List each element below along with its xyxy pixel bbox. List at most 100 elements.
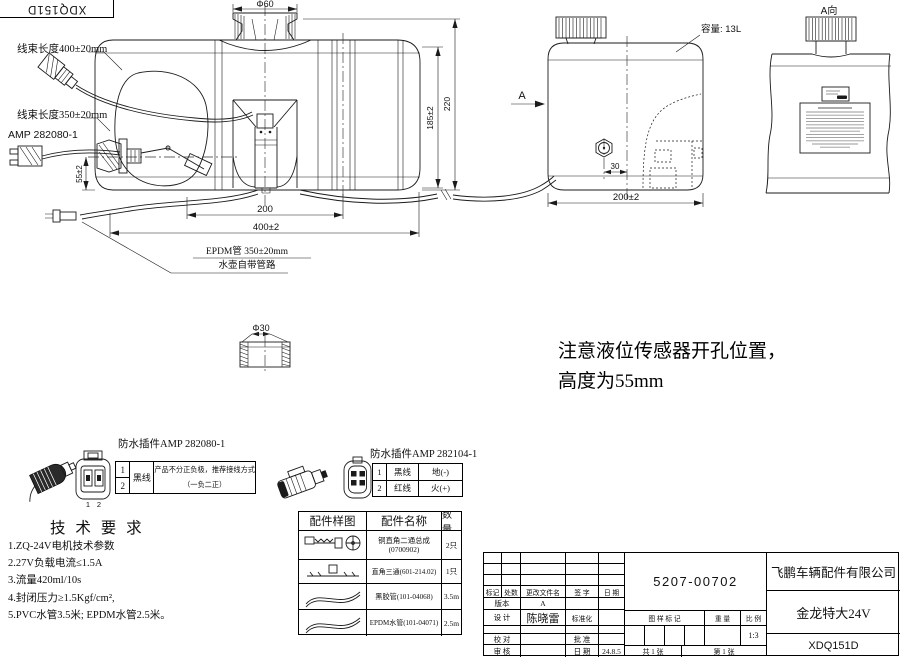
pump-harness-wire xyxy=(75,84,254,123)
level-sensor xyxy=(96,70,213,187)
wire1-length-label: 线束长度400±20mm xyxy=(17,44,108,55)
parts-r2-name: 直角三通(601-214.02) xyxy=(367,560,442,583)
dim-text-sensor-height: 55±2 xyxy=(75,165,84,183)
connector1-wire-color: 黑线 xyxy=(132,473,151,483)
parts-row-tee: 直角三通(601-214.02) 1只 xyxy=(299,560,461,584)
connector2-drawing xyxy=(277,456,372,499)
side-hex-sensor xyxy=(595,138,613,179)
leader-hose-note xyxy=(81,221,311,274)
col-mark: 标记 xyxy=(484,586,502,597)
parts-row-elbow: 铜直角二通总成 (0700902) 2只 xyxy=(299,531,461,560)
tech-item-1: 1.ZQ-24V电机技术参数 xyxy=(8,541,115,552)
connector1-desc1: 产品不分正负极，推荐接线方式 xyxy=(154,465,255,474)
hose-note-line2: 水壶自带管路 xyxy=(218,261,276,271)
connector1-title: 防水插件AMP 282080-1 xyxy=(118,439,226,450)
parts-header-row: 配件样图 配件名称 数量 xyxy=(299,512,461,531)
col-sign: 签 字 xyxy=(566,586,599,597)
connector2-r1-polarity: 地(-) xyxy=(419,464,462,481)
connector1-row2-no: 2 xyxy=(120,480,125,491)
parts-r3-name: 黑胶管(101-04068) xyxy=(367,584,442,609)
connector2-r1-wire: 黑线 xyxy=(387,464,418,481)
connector2-r2-no: 2 xyxy=(377,483,382,494)
pump-recess xyxy=(232,99,298,194)
hose-right xyxy=(299,175,557,204)
connector2-side-view xyxy=(277,465,328,499)
tech-title: 技 术 要 求 xyxy=(50,520,145,537)
version-value: A xyxy=(521,598,566,609)
version-label: 版本 xyxy=(484,598,521,609)
proof-label: 校 对 xyxy=(484,634,521,644)
hose-note: EPDM管 350±20mm 水壶自带管路 xyxy=(172,245,322,273)
parts-row-epdm-hose: EPDM水管(101-04071) 2.5m xyxy=(299,610,461,636)
dim-sensor-height: 55±2 xyxy=(75,157,95,191)
section-arrow-a: A xyxy=(511,90,545,108)
parts-r2-qty: 1只 xyxy=(445,567,458,576)
weight-label: 重 量 xyxy=(705,611,741,625)
dim-30: 30 xyxy=(604,162,627,175)
tech-item-5: 5.PVC水管3.5米; EPDM水管2.5米。 xyxy=(8,609,171,621)
technical-requirements: 技 术 要 求 1.ZQ-24V电机技术参数 2.27V负载电流≤1.5A 3.… xyxy=(8,516,171,624)
leader-wire2 xyxy=(84,117,111,132)
dim-text-side-200: 200±2 xyxy=(613,192,639,203)
corner-stamp-text: XDQ151D xyxy=(26,2,87,15)
note-line1: 注意液位传感器开孔位置， xyxy=(558,341,787,362)
capacity-callout: 容量: 13L xyxy=(675,23,741,53)
parts-r1-qty: 2只 xyxy=(445,540,458,550)
dim-text-200: 200 xyxy=(257,204,273,215)
parts-row-black-hose: 黑胶管(101-04068) 3.5m xyxy=(299,584,461,610)
hose-curve-sketch xyxy=(299,584,367,609)
connector1-row1-no: 1 xyxy=(116,462,130,478)
sensor-harness-wire xyxy=(41,149,121,160)
wire2-length-label: 线束长度350±20mm xyxy=(17,110,108,121)
dim-cap-diameter: Φ60 xyxy=(232,0,298,12)
connector2-r1-no: 1 xyxy=(373,464,386,481)
a-view-cap xyxy=(805,16,857,54)
connector1-pin-table: 1 2 黑线 产品不分正负极，推荐接线方式 （一负二正） xyxy=(115,461,256,494)
dim-text-cap-diameter: Φ60 xyxy=(256,0,273,9)
a-direction-view: A向 xyxy=(765,4,891,194)
connector1-front-view xyxy=(75,450,111,500)
side-interior-pump-outline xyxy=(642,93,703,189)
dim-text-185: 185±2 xyxy=(425,106,435,130)
tee-fitting-sketch xyxy=(299,560,367,583)
dim-200: 200 xyxy=(186,194,344,219)
col-file: 更改文件名 xyxy=(521,586,566,597)
connector2-title: 防水插件AMP 282104-1 xyxy=(370,449,478,460)
amp-connector-upper xyxy=(37,52,79,90)
amp-connector-left xyxy=(9,145,43,167)
title-block: 标记 处数 更改文件名 签 字 日 期 版本 A 设 计 陈晓雷 标准化 校 对… xyxy=(483,552,900,657)
dim-text-400: 400±2 xyxy=(253,222,279,233)
title-block-company-area: 飞鹏车辆配件有限公司 金龙特大24V XDQ151D xyxy=(766,553,900,655)
tank-front-view: Φ60 55±2 xyxy=(9,0,557,274)
scale-label: 比 例 xyxy=(745,616,762,623)
model-number: XDQ151D xyxy=(808,639,859,652)
dim-220: 220 xyxy=(303,18,460,191)
sheet-number: 第 1 张 xyxy=(713,647,735,656)
date-value: 24.8.5 xyxy=(602,646,621,656)
leader-wire1 xyxy=(88,51,123,71)
connector1-pin2-label: 2 xyxy=(97,500,101,509)
elbow-fitting-sketch xyxy=(299,531,367,559)
drawing-number: 5207-00702 xyxy=(653,574,738,589)
product-sticker-small xyxy=(821,86,850,102)
design-label: 设 计 xyxy=(484,610,521,625)
parts-header-sketch: 配件样图 xyxy=(299,512,367,530)
connector2-pin-table: 1 2 黑线 红线 地(-) 火(+) xyxy=(372,463,463,497)
mark-label: 图 样 标 记 xyxy=(625,611,705,625)
sensor-position-note: 注意液位传感器开孔位置， 高度为55mm xyxy=(558,337,786,397)
filler-cap xyxy=(232,12,298,41)
hose-left xyxy=(45,189,259,223)
parts-header-name: 配件名称 xyxy=(367,512,442,530)
parts-r4-name: EPDM水管(101-04071) xyxy=(367,610,442,636)
dim-text-cap-detail: Φ30 xyxy=(252,323,269,333)
connector2-r2-polarity: 火(+) xyxy=(431,483,450,494)
sheet-total: 共 1 张 xyxy=(625,646,682,657)
parts-r3-qty: 3.5m xyxy=(443,592,460,601)
parts-r1-name-line1: 铜直角二通总成 xyxy=(378,536,430,545)
tech-item-3: 3.流量420ml/10s xyxy=(8,575,82,587)
standardize-label: 标准化 xyxy=(566,610,599,625)
approve-label: 批 准 xyxy=(566,634,599,644)
section-letter: A xyxy=(518,90,526,102)
